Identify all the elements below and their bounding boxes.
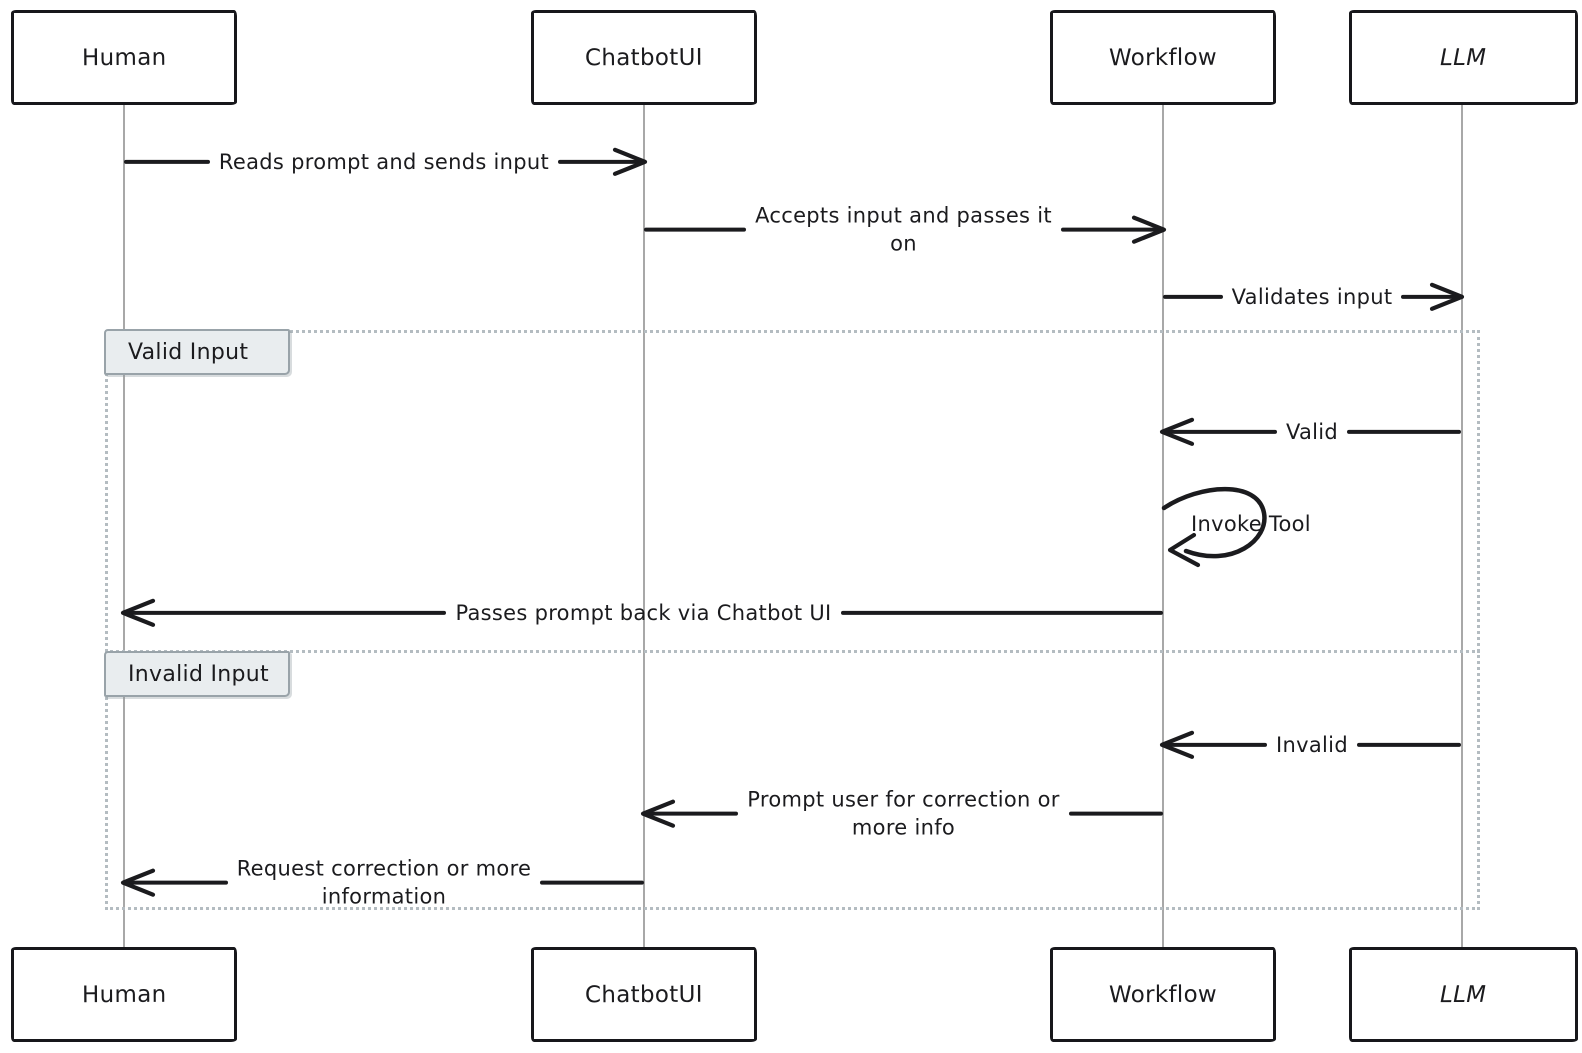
arrow-head-right-icon: [1429, 282, 1465, 312]
alt-label-valid-input-text: Valid Input: [128, 339, 249, 365]
message-label: Reads prompt and sends input: [219, 148, 549, 176]
actor-human-bottom: Human: [11, 947, 237, 1042]
message-label-line: Request correction or more: [236, 856, 532, 881]
actor-chatbotui-top: ChatbotUI: [531, 10, 757, 105]
message-invalid: Invalid: [1159, 730, 1461, 760]
message-label-line: on: [890, 232, 917, 256]
message-line: [120, 598, 447, 628]
alt-label-invalid-input-text: Invalid Input: [128, 661, 269, 687]
lifeline-human: [123, 104, 125, 948]
message-line: [644, 228, 747, 232]
actor-chatbotui-top-label: ChatbotUI: [585, 44, 703, 71]
message-validates-input: Validates input: [1163, 282, 1465, 312]
actor-human-bottom-label: Human: [81, 981, 167, 1008]
message-line: [840, 611, 1164, 615]
message-label-line: Accepts input and passes it: [755, 203, 1052, 228]
arrow-head-left-icon: [1159, 417, 1195, 447]
arrow-head-left-icon: [640, 799, 676, 829]
alt-frame-divider: [105, 650, 1480, 653]
message-line: [1401, 282, 1465, 312]
message-line: [558, 147, 648, 177]
arrow-head-left-icon: [120, 868, 156, 898]
actor-chatbotui-bottom: ChatbotUI: [531, 947, 757, 1042]
actor-llm-top-label: LLM: [1440, 44, 1487, 71]
message-label-line: Reads prompt and sends input: [218, 149, 550, 174]
actor-human-top: Human: [11, 10, 237, 105]
message-line: [120, 868, 228, 898]
message-line: [1068, 812, 1164, 816]
actor-workflow-top: Workflow: [1050, 10, 1276, 105]
message-label: Validates input: [1232, 283, 1393, 311]
message-line: [1163, 295, 1223, 299]
actor-llm-bottom: LLM: [1349, 947, 1578, 1042]
message-label: Valid: [1286, 418, 1338, 446]
actor-llm-top: LLM: [1349, 10, 1578, 105]
arrow-head-left-icon: [120, 598, 156, 628]
actor-workflow-top-label: Workflow: [1108, 44, 1218, 71]
message-accepts-input: Accepts input and passes it on: [644, 202, 1167, 259]
message-line: [1060, 215, 1167, 245]
message-line: [1159, 730, 1268, 760]
message-line: [1159, 417, 1277, 447]
message-label-line: Valid: [1285, 419, 1339, 444]
message-label: Prompt user for correction or more info: [747, 786, 1059, 843]
message-label-line: Passes prompt back via Chatbot UI: [455, 600, 832, 625]
self-loop-label: Invoke Tool: [1191, 512, 1311, 536]
message-label: Invalid: [1276, 731, 1348, 759]
arrow-head-right-icon: [612, 147, 648, 177]
message-line: [1347, 430, 1462, 434]
actor-human-top-label: Human: [81, 44, 167, 71]
lifeline-chatbotui: [643, 104, 645, 948]
arrow-head-left-icon: [1159, 730, 1195, 760]
actor-chatbotui-bottom-label: ChatbotUI: [585, 981, 703, 1008]
message-label: Accepts input and passes it on: [755, 202, 1052, 259]
message-line: [640, 799, 739, 829]
self-loop-arrow-icon: [1161, 486, 1267, 568]
message-line: [540, 881, 644, 885]
message-valid: Valid: [1159, 417, 1462, 447]
alt-label-invalid-input: Invalid Input: [104, 651, 290, 697]
message-label-line: Invalid: [1276, 732, 1348, 757]
actor-workflow-bottom-label: Workflow: [1108, 981, 1218, 1008]
message-line: [1356, 743, 1461, 747]
lifeline-llm: [1461, 104, 1463, 948]
message-passes-prompt-back: Passes prompt back via Chatbot UI: [120, 598, 1164, 628]
message-prompt-user-correction: Prompt user for correction or more info: [640, 786, 1164, 843]
actor-workflow-bottom: Workflow: [1050, 947, 1276, 1042]
message-reads-prompt: Reads prompt and sends input: [124, 147, 648, 177]
message-line: [124, 160, 210, 164]
message-label-line: Invoke Tool: [1191, 512, 1311, 536]
actor-llm-bottom-label: LLM: [1440, 981, 1487, 1008]
message-label-line: more info: [851, 816, 956, 840]
lifeline-workflow: [1162, 104, 1164, 948]
message-label-line: Validates input: [1231, 284, 1393, 309]
alt-frame: [105, 330, 1480, 910]
alt-label-valid-input: Valid Input: [104, 329, 290, 375]
message-request-correction: Request correction or more information: [120, 855, 644, 912]
arrow-head-right-icon: [1131, 215, 1167, 245]
message-label-line: information: [321, 885, 447, 909]
message-label: Request correction or more information: [237, 855, 532, 912]
message-label: Passes prompt back via Chatbot UI: [455, 599, 831, 627]
message-label-line: Prompt user for correction or: [747, 787, 1060, 812]
